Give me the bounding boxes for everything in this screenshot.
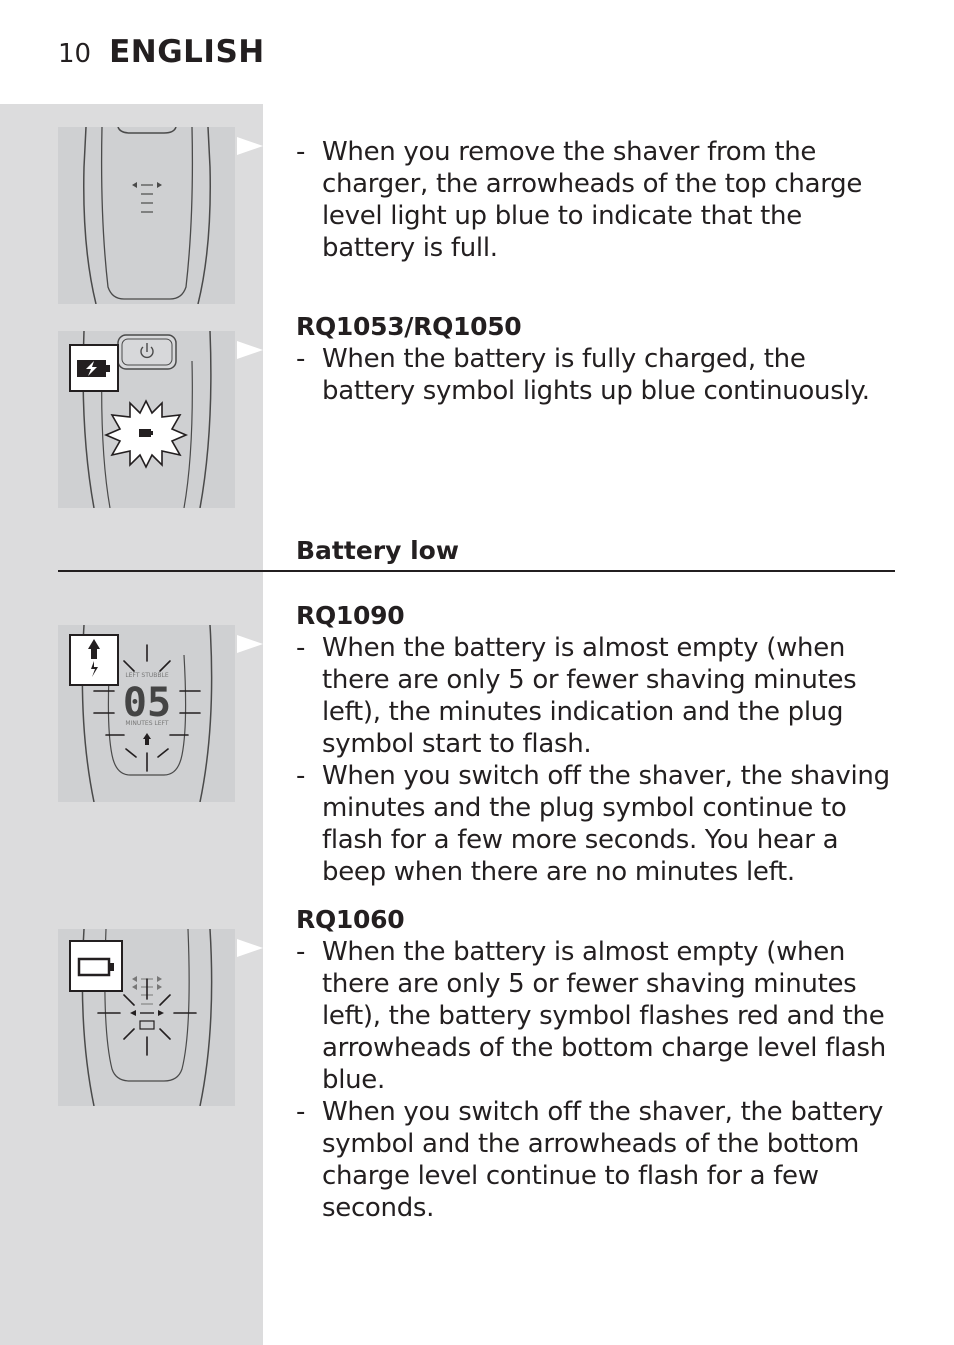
figure-battery-full xyxy=(58,331,235,508)
figure-rq1090-display: LEFT STUBBLE 05 MINUTES LEFT xyxy=(58,625,235,802)
figure-top-charge-level xyxy=(58,127,235,304)
bullet-item: - When the battery is almost empty (when… xyxy=(296,632,896,760)
text-block-rq1060: RQ1060 - When the battery is almost empt… xyxy=(296,904,896,1224)
text-block-rq1053: RQ1053/RQ1050 - When the battery is full… xyxy=(296,311,896,407)
bullet-item: - When the battery is almost empty (when… xyxy=(296,936,896,1096)
bullet-item: - When you switch off the shaver, the ba… xyxy=(296,1096,896,1224)
page-number: 10 xyxy=(58,39,92,69)
section-divider xyxy=(58,570,895,572)
display-minutes: 05 xyxy=(123,680,171,726)
model-heading: RQ1053/RQ1050 xyxy=(296,312,522,341)
figure-pointer xyxy=(237,341,263,359)
figure-pointer xyxy=(237,939,263,957)
bullet-text: When you remove the shaver from the char… xyxy=(322,137,863,263)
figure-pointer xyxy=(237,635,263,653)
section-title: Battery low xyxy=(296,536,459,565)
figure-rq1060-battery-low xyxy=(58,929,235,1106)
language-heading: ENGLISH xyxy=(109,34,265,70)
figure-pointer xyxy=(237,137,263,155)
bullet-text: When the battery is almost empty (when t… xyxy=(322,937,886,1095)
model-heading: RQ1090 xyxy=(296,601,405,630)
bullet-text: When the battery is almost empty (when t… xyxy=(322,633,857,759)
text-block-rq1090: RQ1090 - When the battery is almost empt… xyxy=(296,600,896,888)
bullet-text: When the battery is fully charged, the b… xyxy=(322,344,870,406)
text-block-top-charge: - When you remove the shaver from the ch… xyxy=(296,136,896,264)
bullet-item: - When you remove the shaver from the ch… xyxy=(296,136,896,264)
display-top-label: LEFT STUBBLE xyxy=(125,672,168,679)
model-heading: RQ1060 xyxy=(296,905,405,934)
bullet-text: When you switch off the shaver, the batt… xyxy=(322,1097,884,1223)
bullet-item: - When the battery is fully charged, the… xyxy=(296,343,896,407)
page-header: 10 ENGLISH xyxy=(58,34,265,74)
bullet-item: - When you switch off the shaver, the sh… xyxy=(296,760,896,888)
bullet-text: When you switch off the shaver, the shav… xyxy=(322,761,890,887)
display-bottom-label: MINUTES LEFT xyxy=(125,720,168,727)
